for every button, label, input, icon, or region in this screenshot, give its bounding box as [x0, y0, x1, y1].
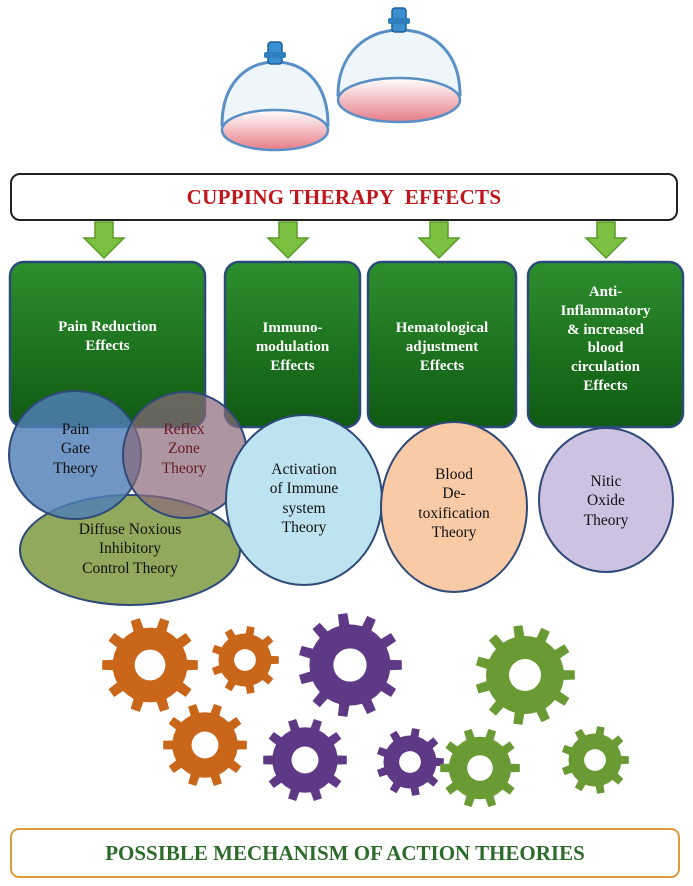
theory-label-nitric-oxide: Nitic Oxide Theory	[583, 473, 629, 529]
effect-label-hematological: Hematological adjustment Effects	[395, 320, 489, 374]
theory-circles	[8, 390, 674, 606]
effect-boxes	[8, 260, 685, 429]
effect-box-anti-inflammatory	[526, 260, 685, 429]
theory-label-immune-activation: Activation of Immune system Theory	[269, 461, 339, 537]
cupping-therapy-effects-banner: CUPPING THERAPY EFFECTS	[10, 173, 678, 221]
gear-icon	[562, 726, 629, 794]
gear-icon	[299, 613, 402, 717]
down-arrow-icon	[417, 221, 461, 260]
gear-icon	[163, 704, 247, 786]
down-arrow-icon	[266, 221, 310, 260]
down-arrow-icon	[82, 221, 126, 260]
circle-blood-detox	[380, 421, 528, 593]
theory-label-blood-detox: Blood De- toxification Theory	[418, 466, 490, 542]
down-arrow-icon	[584, 221, 628, 260]
circle-nitric-oxide	[538, 427, 674, 573]
theory-label-reflex-zone: Reflex Zone Theory	[161, 421, 207, 477]
banner-title: CUPPING THERAPY EFFECTS	[186, 184, 502, 209]
theory-label-diffuse-noxious: Diffuse Noxious Inhibitory Control Theor…	[78, 521, 182, 577]
effect-label-pain-reduction: Pain Reduction Effects	[58, 319, 157, 354]
cupping-cups-illustration	[220, 7, 462, 152]
gear-icon	[377, 728, 444, 796]
effect-label-immunomodulation: Immuno- modulation Effects	[255, 320, 330, 374]
footer-title: POSSIBLE MECHANISM OF ACTION THEORIES	[105, 840, 585, 865]
gear-icon	[440, 728, 520, 808]
gear-icon	[263, 719, 347, 801]
cup-left-icon	[220, 41, 330, 152]
down-arrows	[82, 221, 628, 260]
gear-icon	[475, 625, 575, 725]
cup-right-icon	[336, 7, 462, 124]
gears-illustration	[102, 613, 629, 808]
gear-icon	[212, 626, 279, 694]
effect-label-anti-inflammatory: Anti- Inflammatory & increased blood cir…	[560, 284, 651, 394]
theory-label-pain-gate: Pain Gate Theory	[53, 421, 98, 477]
gear-icon	[102, 618, 198, 712]
possible-mechanism-banner: POSSIBLE MECHANISM OF ACTION THEORIES	[10, 828, 680, 878]
